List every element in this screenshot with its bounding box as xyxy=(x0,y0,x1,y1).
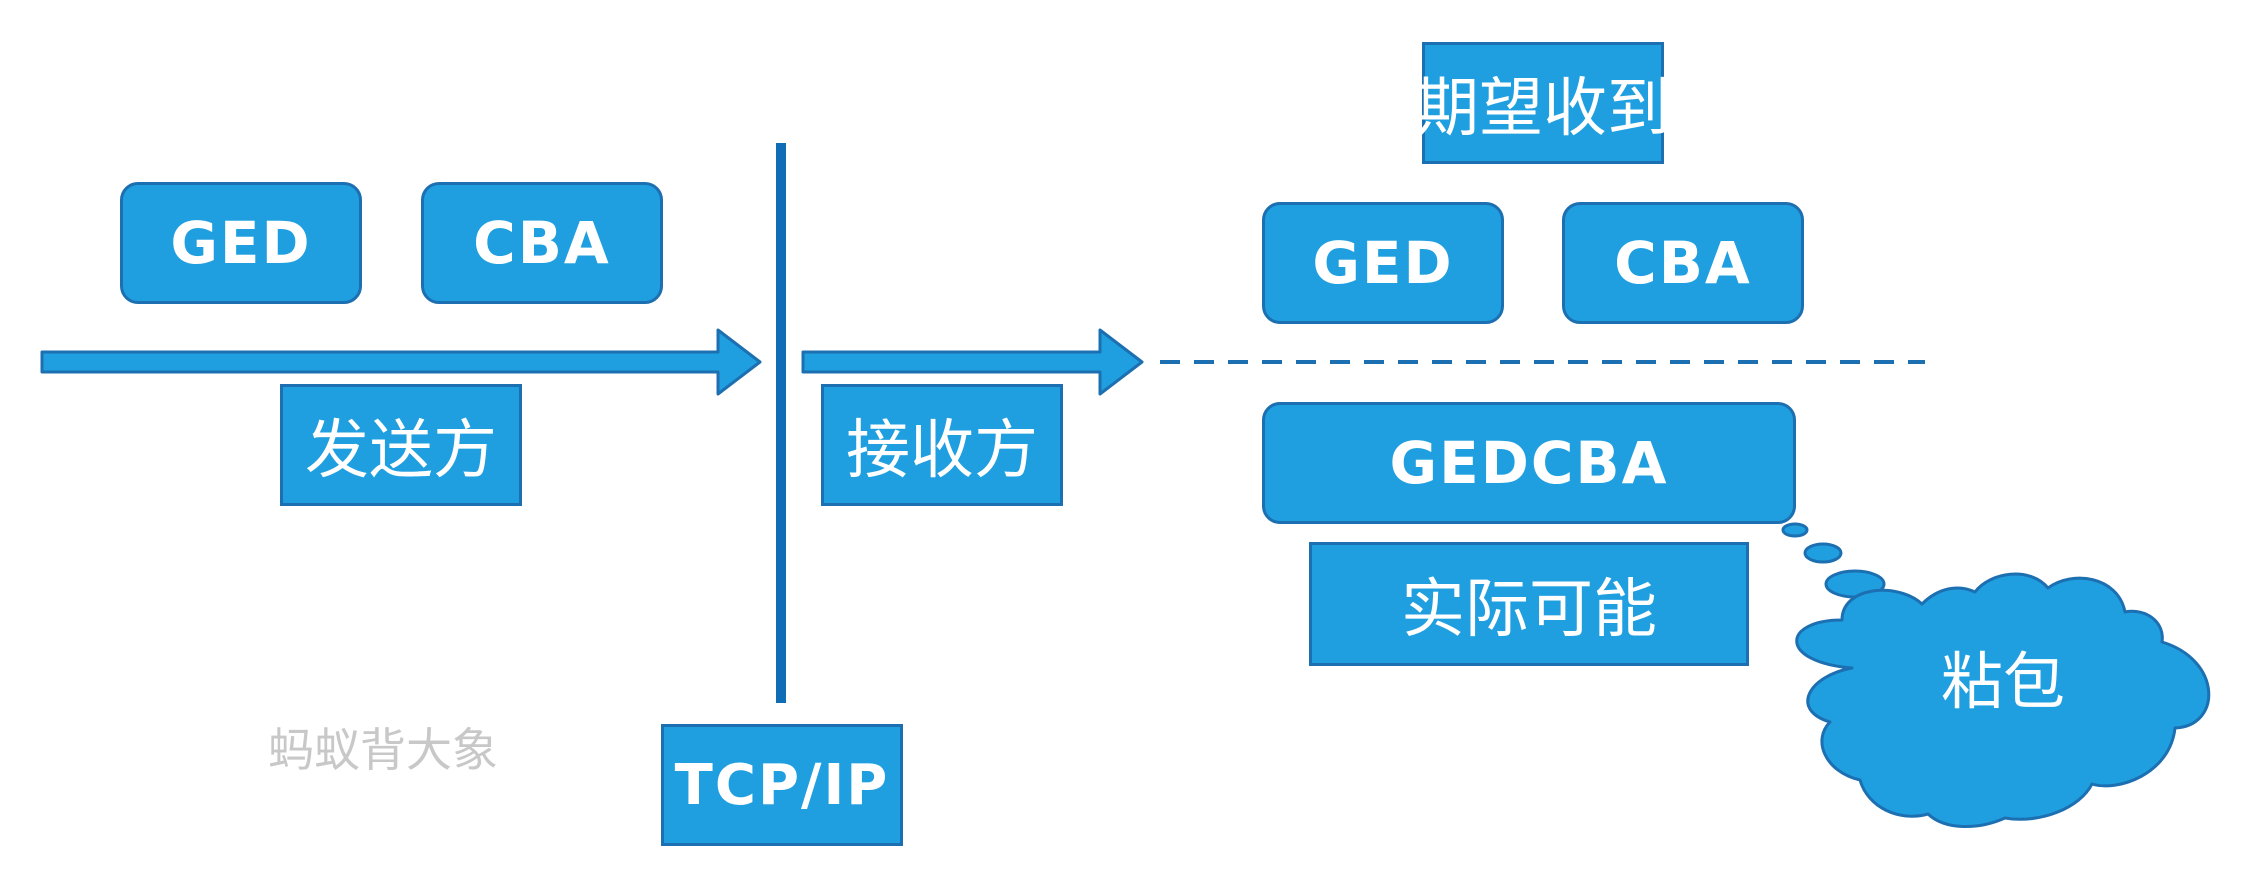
sender-label: 发送方 xyxy=(280,384,522,506)
thought-bubble-medium xyxy=(1803,542,1843,564)
sender-packet-1: GED xyxy=(120,182,362,304)
receiver-arrow xyxy=(801,328,1144,396)
network-divider-line xyxy=(776,143,786,703)
expected-packet-1: GED xyxy=(1262,202,1504,324)
receiver-label: 接收方 xyxy=(821,384,1063,506)
sender-packet-2: CBA xyxy=(421,182,663,304)
actual-title: 实际可能 xyxy=(1309,542,1749,666)
sender-arrow xyxy=(40,328,762,396)
cloud-label: 粘包 xyxy=(1940,645,2065,718)
thought-bubble-small xyxy=(1781,522,1809,538)
actual-merged-packet: GEDCBA xyxy=(1262,402,1796,524)
cloud-shape xyxy=(1795,572,2211,828)
watermark: 蚂蚁背大象 xyxy=(268,723,498,777)
network-label: TCP/IP xyxy=(661,724,903,846)
expected-packet-2: CBA xyxy=(1562,202,1804,324)
expected-title: 期望收到 xyxy=(1415,42,1671,164)
